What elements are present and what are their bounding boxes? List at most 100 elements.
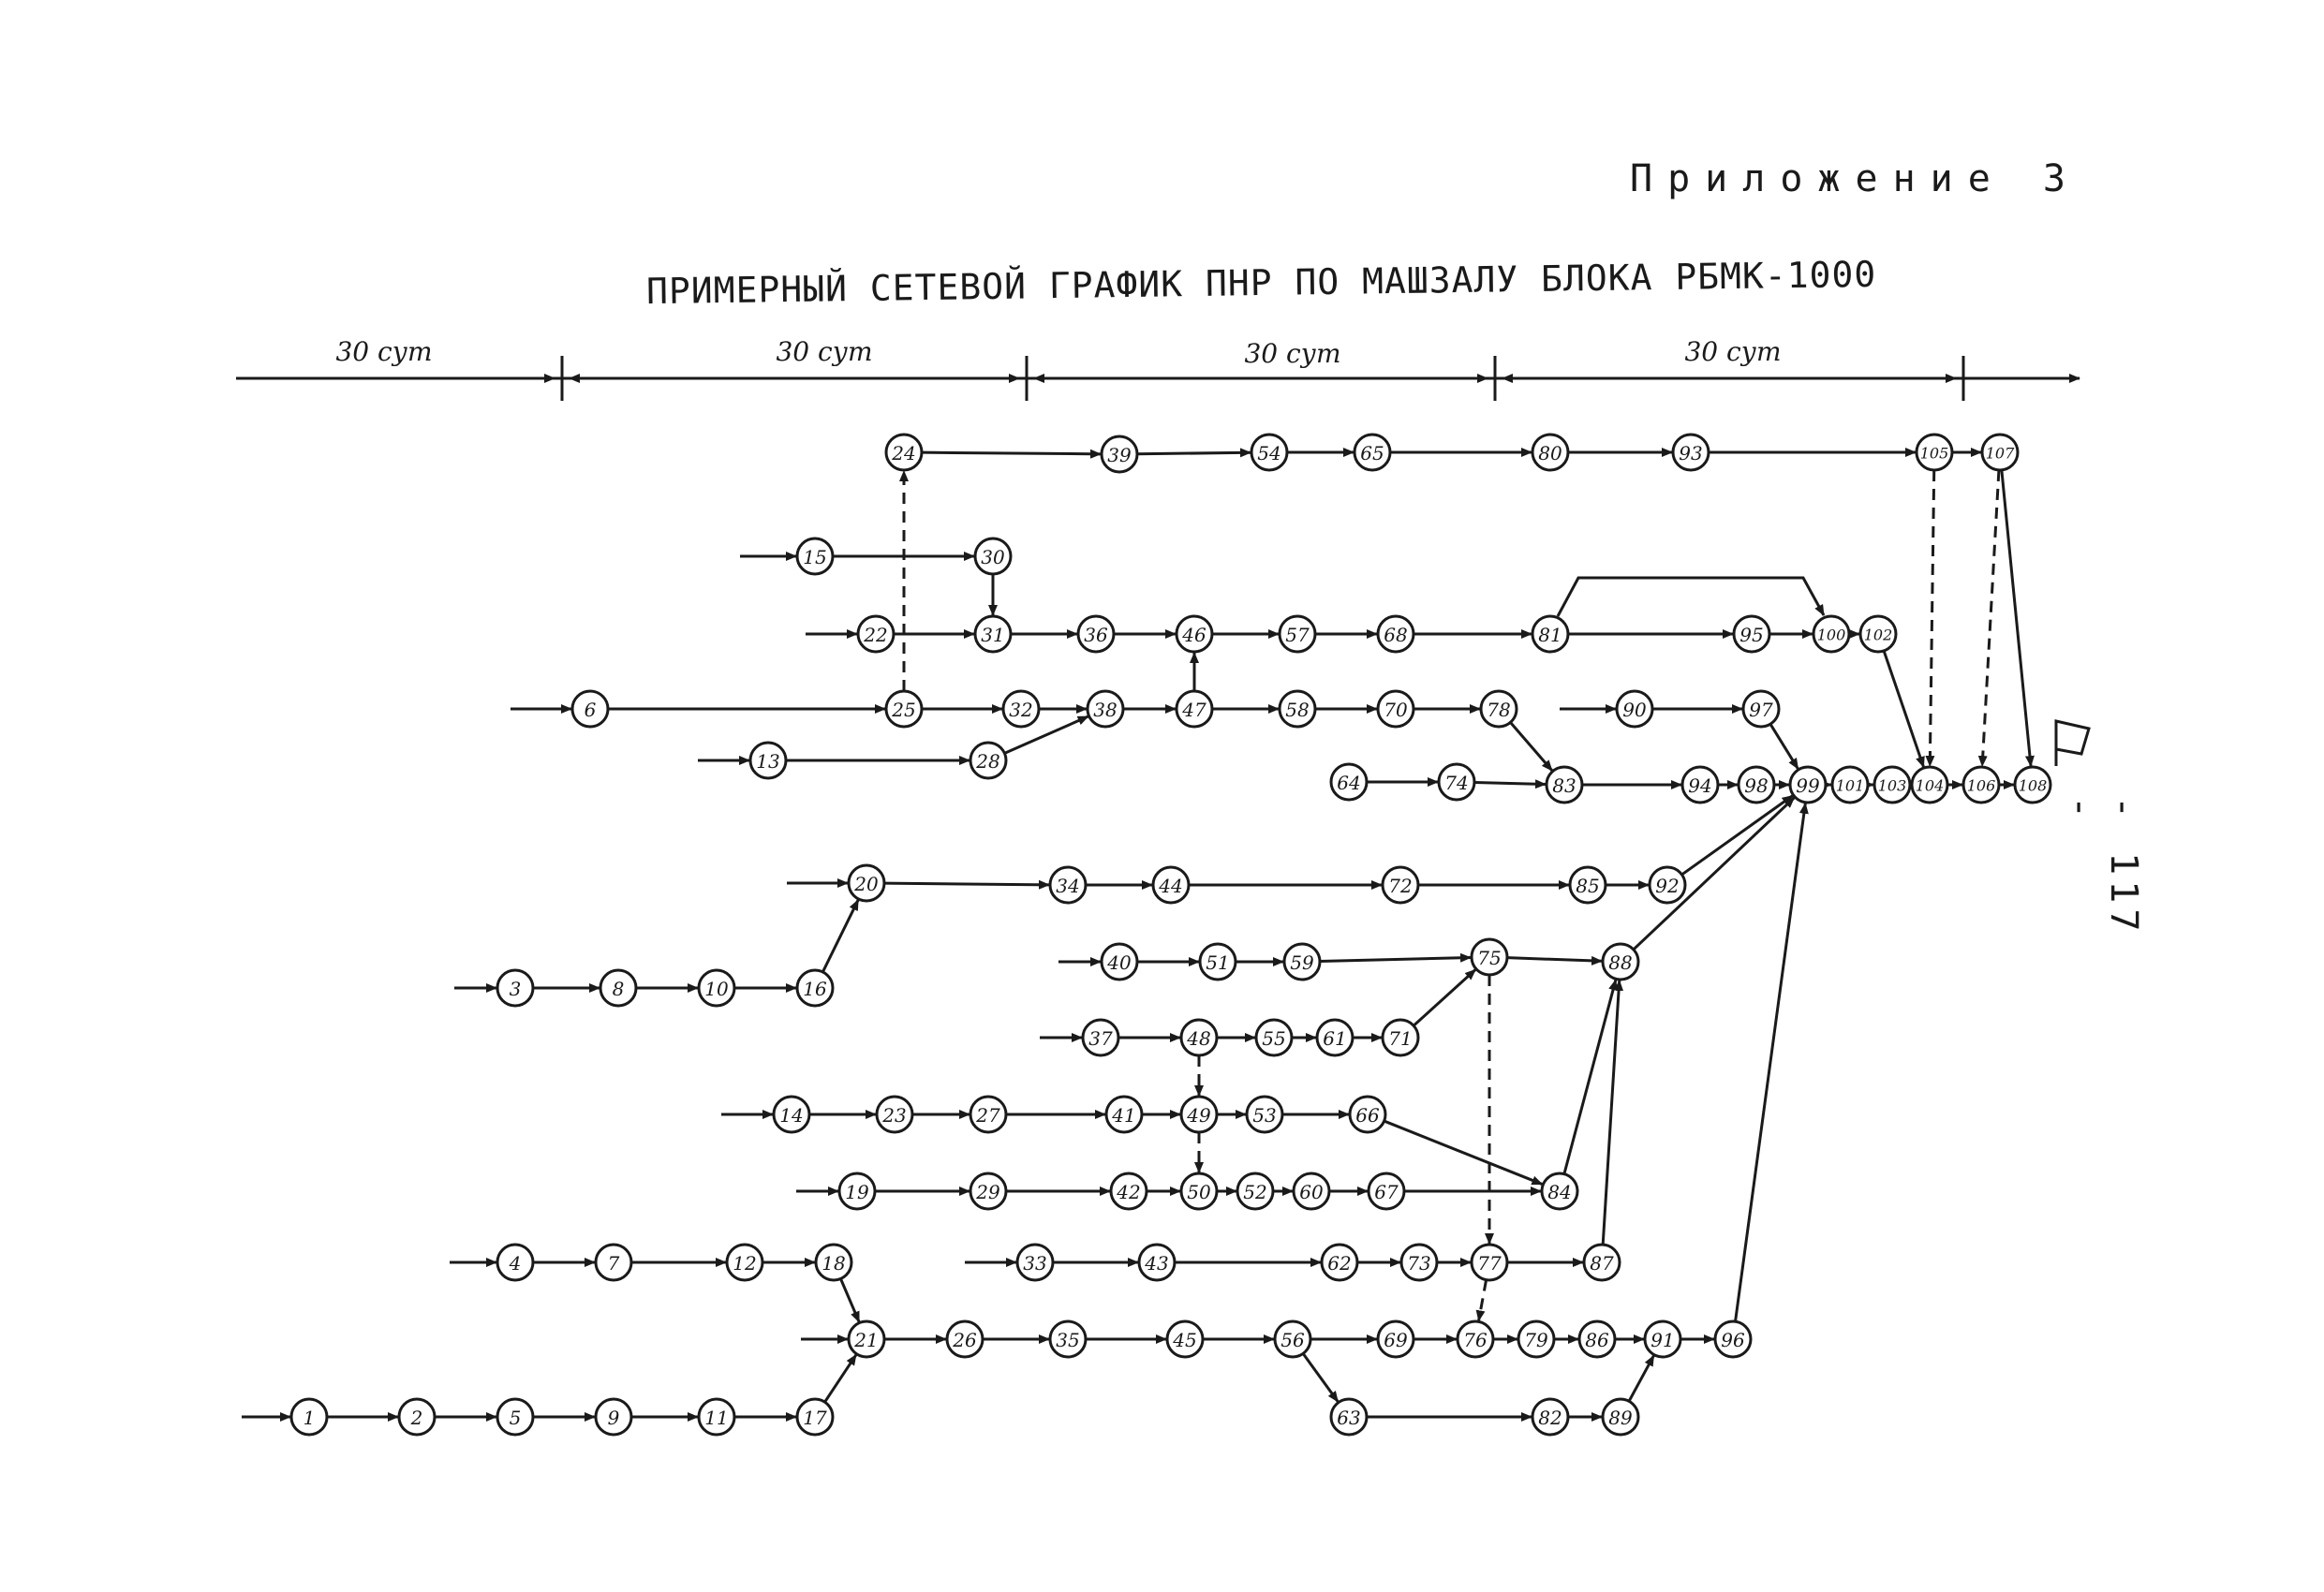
- curved-edge-arrow: [1556, 576, 1826, 617]
- event-node-39: 39: [1100, 435, 1139, 474]
- event-node-circle: [748, 741, 788, 780]
- event-node-circle: [1278, 689, 1317, 729]
- event-node-label: 97: [1749, 699, 1773, 721]
- event-node-circle: [1437, 762, 1476, 802]
- event-node-4: 4: [496, 1243, 535, 1282]
- event-node-label: 61: [1323, 1027, 1346, 1050]
- event-node-circle: [1367, 1172, 1406, 1211]
- event-node-label: 101: [1836, 777, 1865, 795]
- event-node-64: 64: [1329, 762, 1369, 802]
- event-node-label: 84: [1547, 1181, 1571, 1203]
- event-node-label: 106: [1967, 777, 1996, 795]
- event-node-label: 86: [1585, 1329, 1609, 1351]
- event-node-41: 41: [1104, 1095, 1144, 1134]
- event-node-circle: [1479, 689, 1518, 729]
- event-node-circle: [1254, 1018, 1294, 1057]
- event-node-label: 11: [704, 1407, 728, 1429]
- event-node-circle: [1250, 433, 1289, 472]
- event-node-label: 107: [1986, 445, 2015, 463]
- event-node-96: 96: [1713, 1319, 1753, 1359]
- event-node-circle: [1353, 433, 1392, 472]
- event-node-34: 34: [1048, 865, 1088, 905]
- edge-arrow: [1627, 1354, 1655, 1403]
- event-node-21: 21: [847, 1319, 886, 1359]
- event-node-31: 31: [973, 614, 1013, 654]
- event-node-101: 101: [1830, 765, 1870, 804]
- event-node-label: 78: [1487, 699, 1510, 721]
- event-node-38: 38: [1086, 689, 1125, 729]
- event-node-label: 38: [1093, 699, 1117, 721]
- event-node-label: 76: [1463, 1329, 1488, 1351]
- event-node-circle: [1329, 1397, 1369, 1437]
- edge-arrow: [883, 879, 1051, 890]
- event-node-circle: [1151, 865, 1191, 905]
- event-node-circle: [973, 537, 1013, 576]
- dashed-edge-arrow: [1977, 469, 2001, 768]
- event-node-91: 91: [1643, 1319, 1682, 1359]
- event-node-90: 90: [1615, 689, 1654, 729]
- event-node-label: 37: [1088, 1027, 1113, 1050]
- event-node-circle: [1376, 689, 1415, 729]
- event-node-circle: [1643, 1319, 1682, 1359]
- event-node-circle: [969, 1172, 1008, 1211]
- edge-arrow: [1384, 1119, 1544, 1186]
- event-node-circle: [1915, 433, 1954, 472]
- event-node-circle: [1315, 1018, 1354, 1057]
- event-node-label: 95: [1739, 624, 1763, 646]
- event-node-label: 44: [1158, 875, 1182, 897]
- event-node-circle: [1320, 1243, 1359, 1282]
- event-node-14: 14: [772, 1095, 811, 1134]
- event-node-25: 25: [884, 689, 924, 729]
- event-node-circle: [1615, 689, 1654, 729]
- event-node-label: 60: [1299, 1181, 1324, 1203]
- event-node-circle: [1671, 433, 1710, 472]
- event-node-circle: [945, 1319, 984, 1359]
- event-node-79: 79: [1517, 1319, 1556, 1359]
- event-node-66: 66: [1348, 1095, 1387, 1134]
- event-node-label: 66: [1355, 1104, 1380, 1127]
- edge-arrow: [1734, 802, 1809, 1322]
- event-node-label: 102: [1864, 626, 1893, 644]
- period-label-3: 30 сут: [1244, 338, 1340, 369]
- event-node-label: 80: [1538, 442, 1562, 464]
- event-node-circle: [1788, 765, 1828, 804]
- event-node-circle: [1456, 1319, 1495, 1359]
- event-node-76: 76: [1456, 1319, 1495, 1359]
- event-node-label: 13: [756, 750, 779, 773]
- event-node-label: 26: [952, 1329, 977, 1351]
- event-node-58: 58: [1278, 689, 1317, 729]
- event-node-28: 28: [969, 741, 1008, 780]
- event-node-circle: [1179, 1018, 1219, 1057]
- event-node-label: 39: [1107, 444, 1132, 466]
- event-node-47: 47: [1175, 689, 1214, 729]
- event-node-circle: [884, 689, 924, 729]
- event-node-circle: [795, 968, 835, 1008]
- event-node-label: 74: [1444, 772, 1468, 794]
- event-node-label: 21: [853, 1329, 878, 1351]
- event-node-circle: [1376, 614, 1415, 654]
- event-node-40: 40: [1100, 942, 1139, 981]
- event-node-circle: [1531, 1397, 1570, 1437]
- event-node-label: 2: [410, 1407, 423, 1429]
- event-node-label: 16: [803, 978, 827, 1000]
- event-node-label: 36: [1084, 624, 1108, 646]
- event-node-label: 17: [803, 1407, 827, 1429]
- event-node-circle: [1273, 1319, 1312, 1359]
- edge-arrow: [1319, 952, 1473, 964]
- event-node-label: 81: [1538, 624, 1562, 646]
- event-node-circle: [1109, 1172, 1148, 1211]
- event-node-label: 67: [1374, 1181, 1399, 1203]
- event-node-81: 81: [1531, 614, 1570, 654]
- edge-arrow: [1562, 979, 1618, 1175]
- dashed-edge-arrow: [1925, 469, 1936, 768]
- event-node-label: 71: [1388, 1027, 1412, 1050]
- event-node-circle: [1278, 614, 1317, 654]
- event-node-circle: [1873, 765, 1912, 804]
- event-node-43: 43: [1137, 1243, 1177, 1282]
- event-node-label: 63: [1337, 1407, 1360, 1429]
- event-node-label: 69: [1384, 1329, 1408, 1351]
- event-node-71: 71: [1381, 1018, 1420, 1057]
- event-node-label: 75: [1477, 947, 1501, 969]
- event-node-56: 56: [1273, 1319, 1312, 1359]
